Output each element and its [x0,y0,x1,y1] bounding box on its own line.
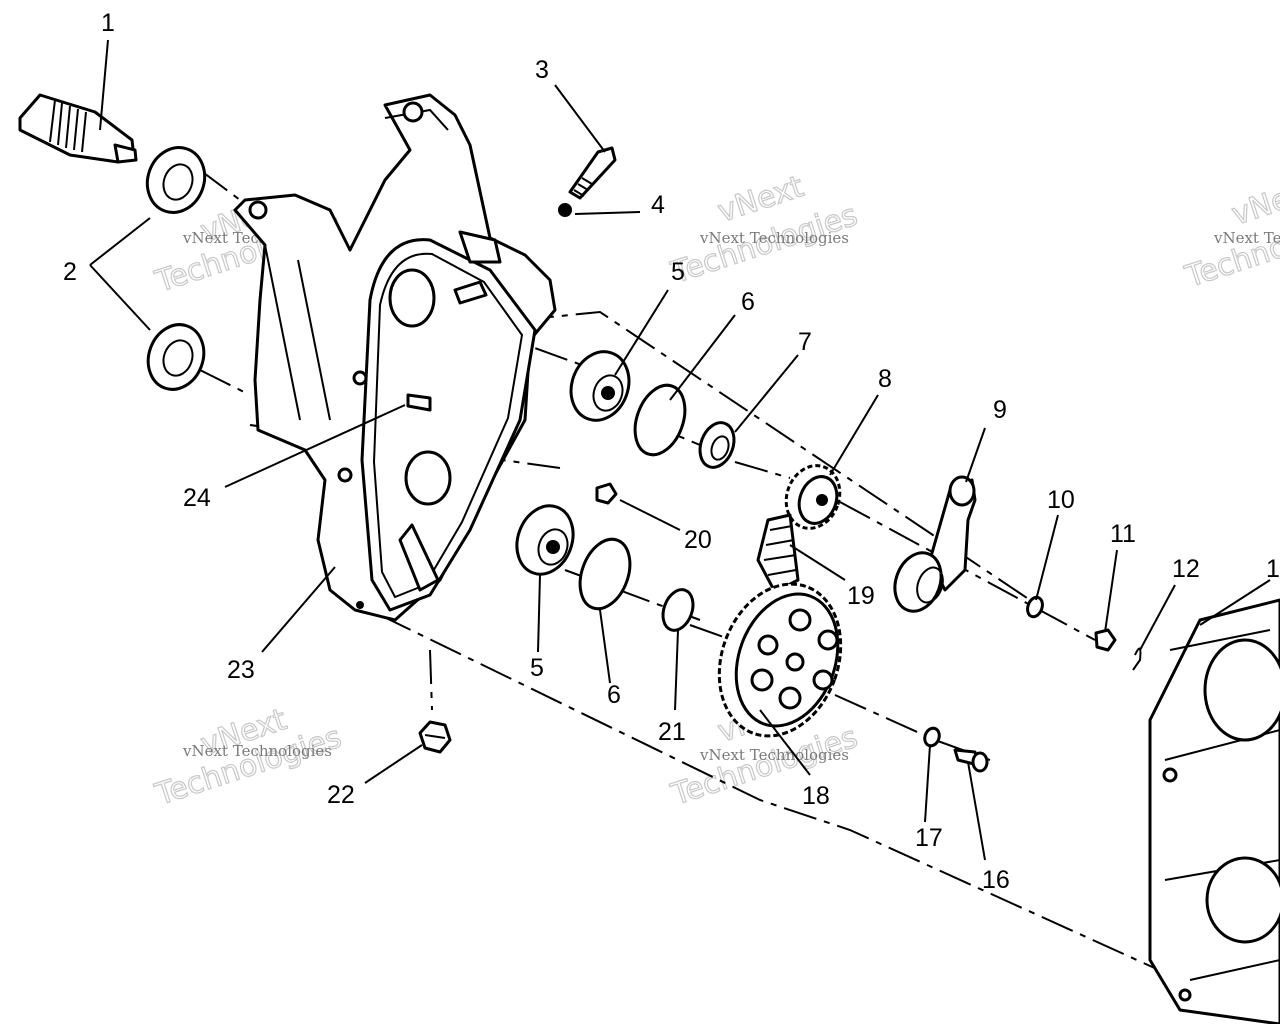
callout-17: 17 [915,824,943,852]
part-4-nut [558,203,572,217]
part-18-lower-sprocket [717,582,843,738]
part-6-snap-ring-upper [633,383,687,457]
svg-text:vNext Technologies: vNext Technologies [699,229,849,247]
callouts: 1 2 3 4 5 5 6 6 7 8 9 10 11 12 1 16 17 1… [63,9,1280,894]
callout-1: 1 [101,9,115,37]
callout-13: 1 [1266,555,1280,583]
watermark-top-right: vNext Technologies vNext Technologies [1180,172,1280,296]
callout-2: 2 [63,258,77,286]
watermark-bottom-left: vNext Technologies vNext Technologies [150,702,346,814]
part-5-bearing-upper [569,350,631,422]
part-21-washer [661,588,695,632]
svg-text:vNext Technologies: vNext Technologies [1213,229,1280,247]
callout-7: 7 [798,328,812,356]
svg-text:vNext Technologies: vNext Technologies [699,746,849,764]
callout-5-lower: 5 [530,654,544,682]
part-2-seal-upper [145,146,207,214]
watermark-top-center: vNext Technologies vNext Technologies [666,169,862,292]
part-22-drain-plug [418,720,452,754]
callout-6-upper: 6 [741,288,755,316]
callout-16: 16 [982,866,1010,894]
part-19-chain [756,513,800,594]
callout-9: 9 [993,396,1007,424]
part-10-washer [1026,595,1044,619]
callout-18: 18 [802,782,830,810]
part-17-washer [923,726,941,748]
callout-11: 11 [1110,520,1136,548]
callout-5-upper: 5 [671,258,685,286]
callout-12: 12 [1172,555,1200,583]
part-7-spacer [698,421,736,469]
callout-4: 4 [651,191,665,219]
callout-10: 10 [1047,486,1075,514]
callout-8: 8 [878,365,892,393]
svg-text:vNext: vNext [1228,172,1280,232]
callout-21: 21 [658,718,686,746]
callout-19: 19 [847,582,875,610]
part-6-snap-ring-lower [578,537,632,611]
part-23-chaincase-housing [233,93,557,622]
part-3-bolt [568,146,617,200]
part-2-seal-lower [146,323,206,391]
part-9-tensioner-arm [893,475,977,613]
part-16-bolt [953,748,989,773]
callout-3: 3 [535,56,549,84]
callout-20: 20 [684,526,712,554]
leader-lines [89,39,1271,861]
callout-22: 22 [327,781,355,809]
part-20-nut [595,482,618,505]
part-12-cotter [1132,647,1142,671]
part-13-chaincase-cover [1148,598,1280,1024]
callout-23: 23 [227,656,255,684]
part-1-shaft [18,93,138,164]
callout-24: 24 [183,484,211,512]
part-11-nut [1094,628,1117,652]
part-5-bearing-lower [515,504,575,576]
part-8-upper-sprocket [784,464,842,530]
svg-text:vNext Technologies: vNext Technologies [182,742,332,760]
callout-6-lower: 6 [607,681,621,709]
